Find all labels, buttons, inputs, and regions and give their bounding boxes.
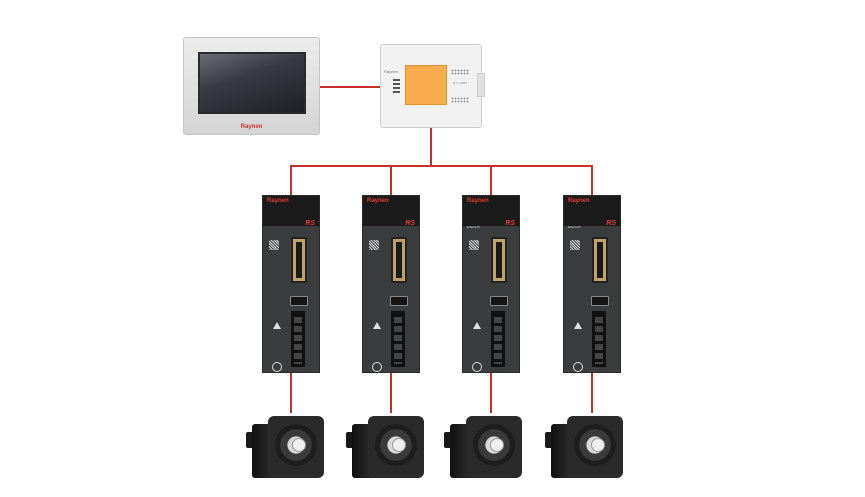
motor-connector [246, 432, 256, 448]
motor-shaft [490, 438, 504, 452]
ground-icon [372, 362, 382, 372]
wire-bus-drive-3 [490, 165, 492, 195]
hmi-touch-panel: Raynen [183, 37, 320, 135]
drive-subtitle: EtherCAT [568, 225, 581, 229]
servo-motor-4 [545, 410, 630, 482]
drive-terminal-block [391, 311, 405, 367]
ground-icon [472, 362, 482, 372]
drive-header [463, 196, 519, 226]
drive-usb-port [490, 296, 508, 306]
drive-qr-code [570, 240, 580, 250]
drive-badge: RS [505, 220, 515, 227]
drive-terminal-block [291, 311, 305, 367]
servo-motor-1 [246, 410, 331, 482]
drive-qr-code [269, 240, 279, 250]
plc-model-label: R-C 16MT [453, 81, 467, 85]
plc-front-window [405, 65, 447, 105]
plc-led [393, 83, 400, 85]
plc-led [393, 87, 400, 89]
motor-shaft [591, 438, 605, 452]
motor-connector [444, 432, 454, 448]
plc-io-dots-bottom [451, 97, 469, 103]
warning-icon [373, 322, 381, 329]
servo-drive-4: Raynen RS EtherCAT [563, 195, 621, 373]
motor-connector [346, 432, 356, 448]
plc-controller: Raynen R-C 16MT [380, 44, 485, 128]
drive-db-connector [491, 237, 507, 283]
drive-brand-label: Raynen [568, 198, 590, 204]
warning-icon [273, 322, 281, 329]
drive-brand-label: Raynen [467, 198, 489, 204]
drive-db-connector [391, 237, 407, 283]
drive-badge: RS [305, 220, 315, 227]
drive-qr-code [369, 240, 379, 250]
drive-db-connector [291, 237, 307, 283]
drive-db-connector [592, 237, 608, 283]
motor-connector [545, 432, 555, 448]
plc-led [393, 79, 400, 81]
plc-io-dots-top [451, 69, 469, 75]
servo-motor-2 [346, 410, 431, 482]
wire-bus-drive-2 [390, 165, 392, 195]
wire-plc-down [430, 128, 432, 166]
warning-icon [574, 322, 582, 329]
ground-icon [272, 362, 282, 372]
servo-drive-1: Raynen RS [262, 195, 320, 373]
drive-badge: RS [405, 220, 415, 227]
ground-icon [573, 362, 583, 372]
plc-led [393, 91, 400, 93]
warning-icon [473, 322, 481, 329]
drive-terminal-block [491, 311, 505, 367]
drive-header [363, 196, 419, 226]
hmi-brand-label: Raynen [240, 124, 263, 130]
wire-drive-motor-2 [390, 373, 392, 413]
servo-motor-3 [444, 410, 529, 482]
plc-brand-label: Raynen [384, 69, 398, 74]
wire-drive-motor-3 [490, 373, 492, 413]
drive-header [263, 196, 319, 226]
drive-usb-port [591, 296, 609, 306]
wire-drive-motor-1 [290, 373, 292, 413]
drive-brand-label: Raynen [267, 198, 289, 204]
drive-subtitle: EtherCAT [467, 225, 480, 229]
motor-shaft [292, 438, 306, 452]
drive-qr-code [469, 240, 479, 250]
wire-bus-drive-4 [591, 165, 593, 195]
drive-usb-port [290, 296, 308, 306]
servo-drive-2: Raynen RS [362, 195, 420, 373]
wire-bus [290, 165, 593, 167]
wire-bus-drive-1 [290, 165, 292, 195]
drive-terminal-block [592, 311, 606, 367]
servo-drive-3: Raynen RS EtherCAT [462, 195, 520, 373]
wire-drive-motor-4 [591, 373, 593, 413]
drive-brand-label: Raynen [367, 198, 389, 204]
motor-shaft [392, 438, 406, 452]
drive-usb-port [390, 296, 408, 306]
wire-hmi-plc [320, 86, 380, 88]
drive-badge: RS [606, 220, 616, 227]
drive-header [564, 196, 620, 226]
hmi-screen [198, 52, 306, 114]
plc-side-tab [477, 73, 485, 97]
